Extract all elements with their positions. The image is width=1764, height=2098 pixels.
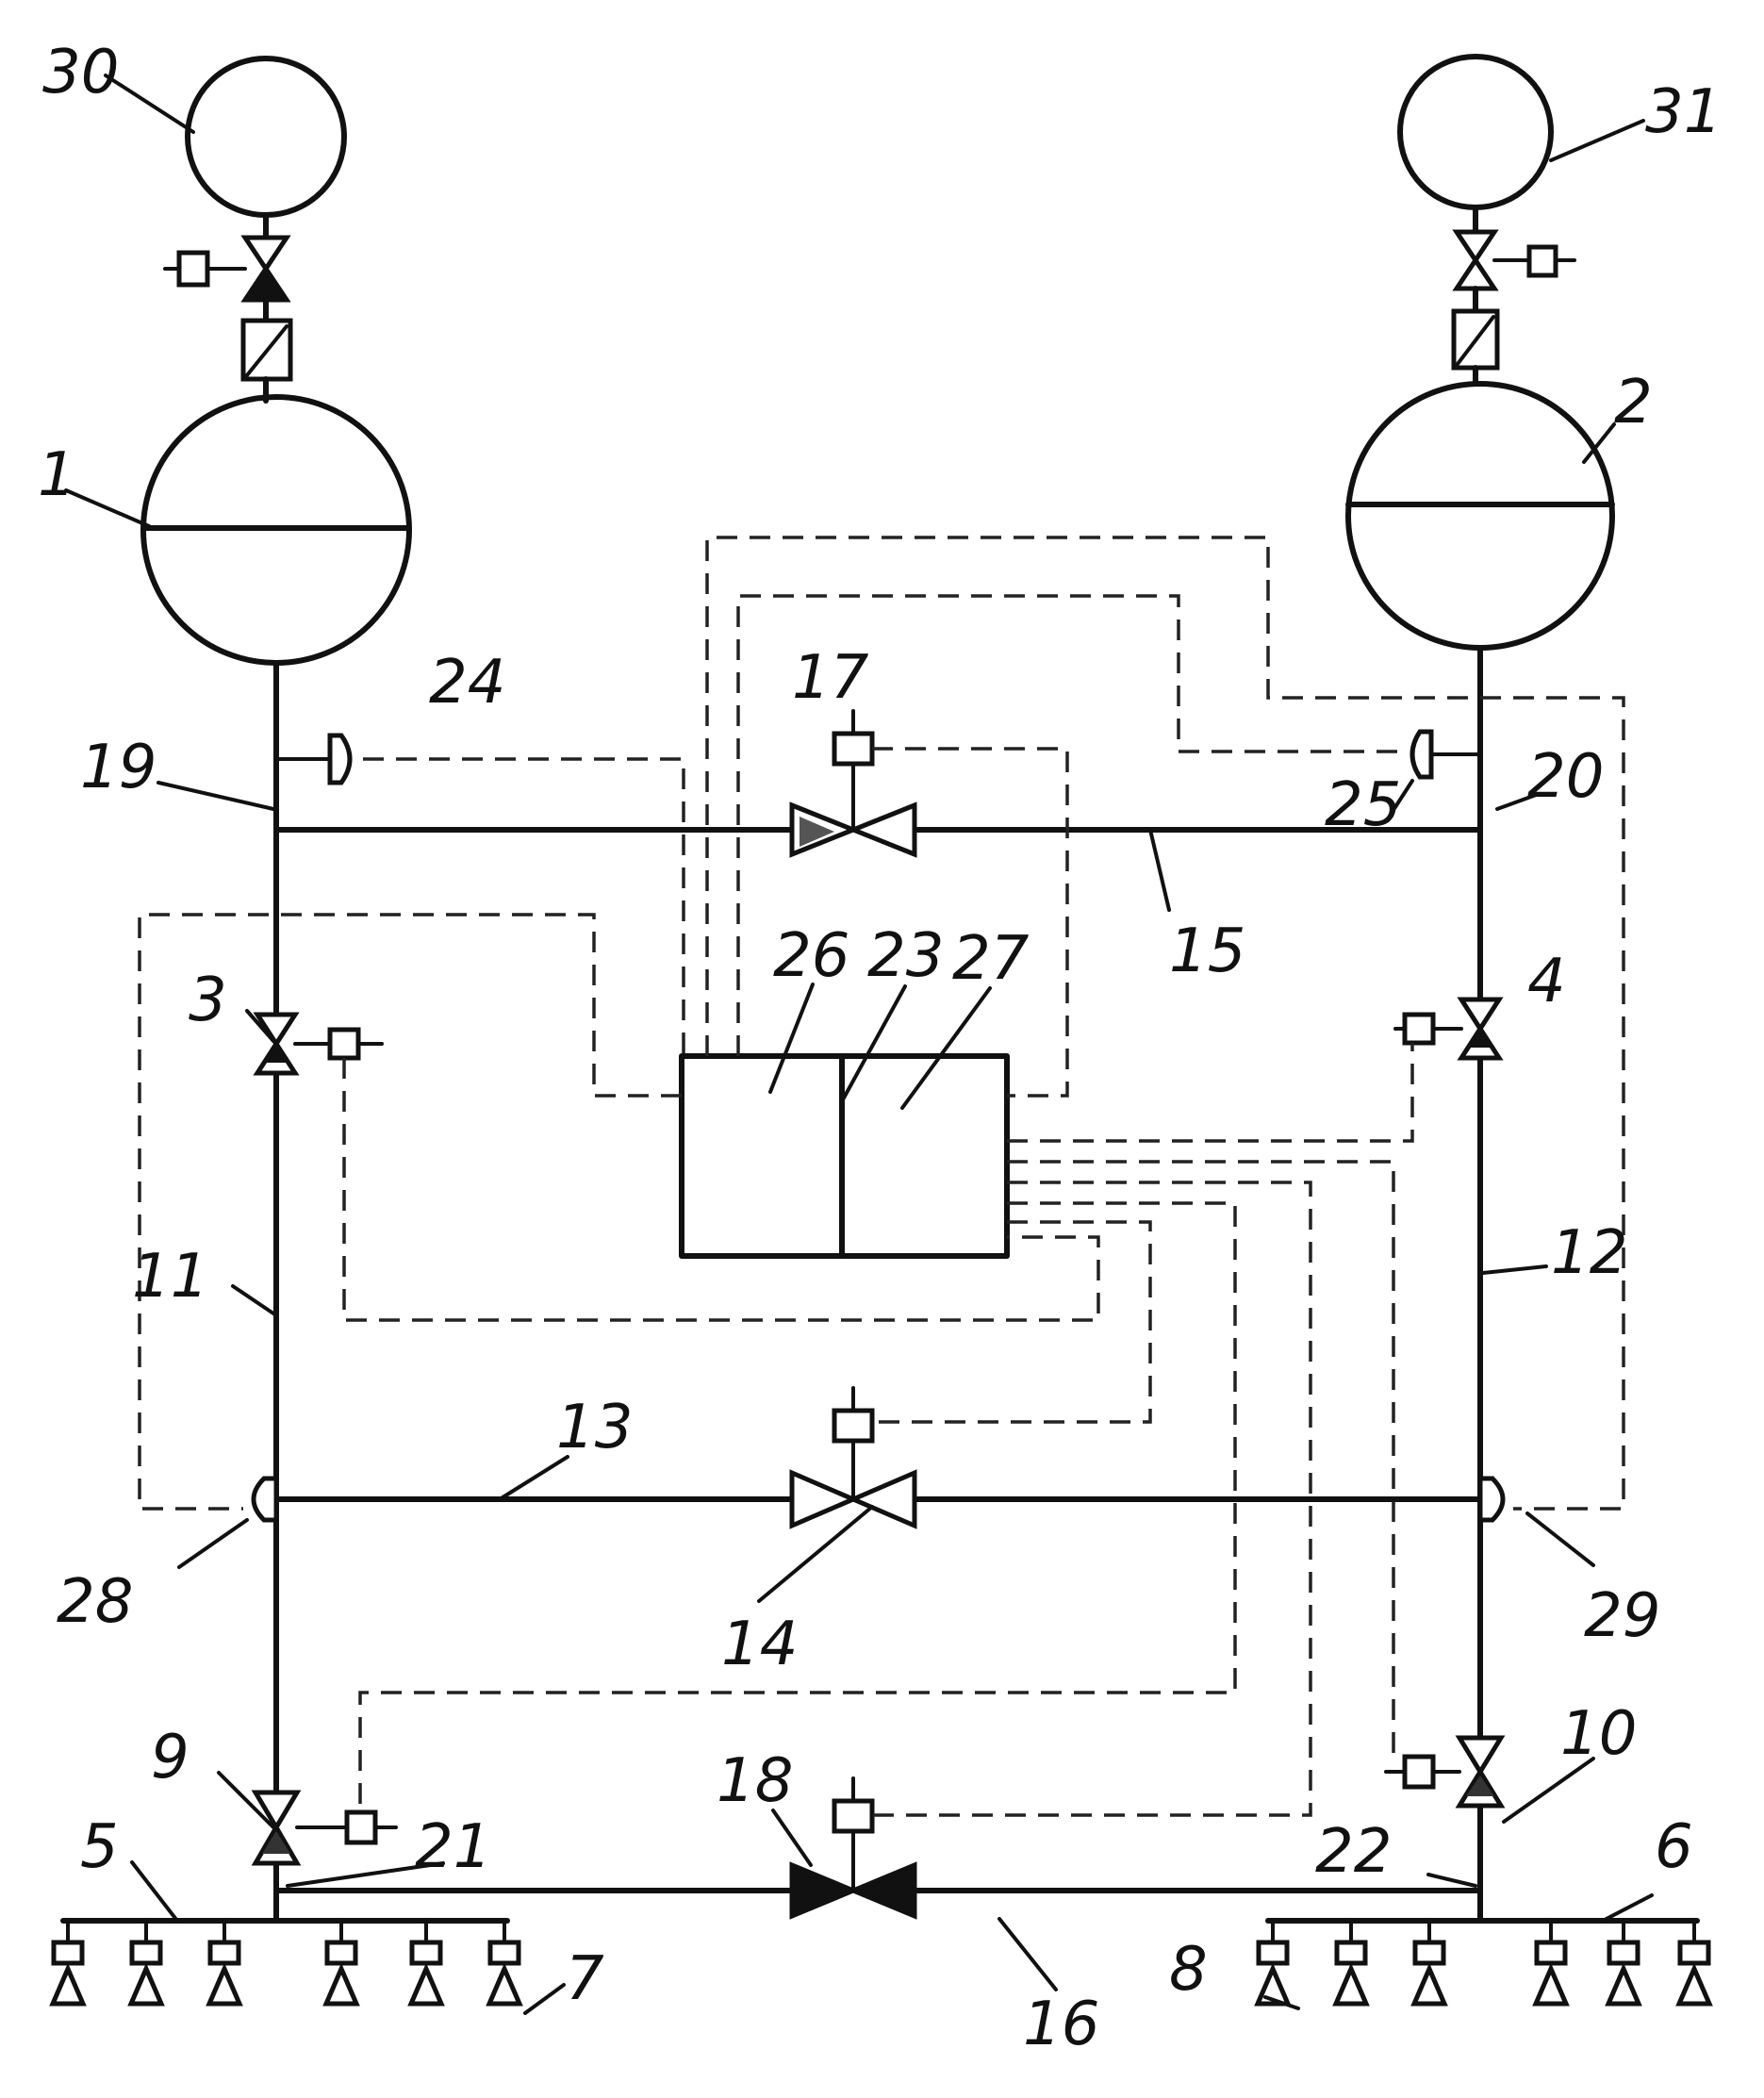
label-31: 31	[1645, 77, 1722, 147]
valve-upper-right-bottom	[1457, 260, 1494, 289]
label-2: 2	[1614, 368, 1653, 438]
label-5: 5	[80, 1812, 119, 1882]
label-24: 24	[429, 648, 505, 718]
valve-9	[256, 1792, 396, 1863]
manifold-5	[53, 1921, 519, 2004]
signal-lines	[140, 537, 1624, 1815]
valve-upper-left-top	[245, 238, 287, 269]
control-unit	[682, 1056, 1007, 1256]
sensor-25	[1412, 732, 1431, 777]
left-top-assembly	[143, 58, 409, 663]
label-13: 13	[556, 1393, 633, 1462]
label-14: 14	[721, 1610, 798, 1679]
label-15: 15	[1169, 917, 1245, 986]
label-16: 16	[1023, 1990, 1099, 2059]
sensors	[254, 732, 1503, 1520]
tank-2	[1348, 384, 1612, 648]
label-27: 27	[952, 924, 1030, 994]
label-8: 8	[1169, 1935, 1208, 2005]
valve-18	[792, 1778, 915, 1916]
valve-upper-left-bottom	[245, 269, 287, 300]
manifold-6	[1258, 1921, 1709, 2004]
label-21: 21	[415, 1812, 491, 1882]
actuator-upper-left	[179, 253, 207, 285]
label-17: 17	[792, 643, 869, 713]
valve-14	[792, 1388, 915, 1526]
label-3: 3	[189, 966, 227, 1035]
label-23: 23	[867, 921, 944, 991]
label-30: 30	[42, 38, 119, 107]
label-26: 26	[773, 921, 849, 991]
right-top-assembly	[1348, 57, 1612, 648]
label-18: 18	[717, 1746, 793, 1816]
label-10: 10	[1560, 1699, 1637, 1769]
sensor-24	[330, 735, 350, 783]
label-12: 12	[1551, 1218, 1627, 1288]
label-7: 7	[566, 1944, 604, 2014]
label-6: 6	[1655, 1812, 1693, 1882]
valve-3	[257, 1015, 382, 1073]
label-19: 19	[80, 733, 157, 802]
label-9: 9	[151, 1723, 190, 1792]
label-29: 29	[1584, 1581, 1660, 1651]
valve-17	[792, 711, 915, 854]
label-25: 25	[1325, 770, 1401, 840]
gas-cylinder-30	[188, 58, 344, 215]
nozzle-group-8	[1258, 1921, 1709, 2004]
actuator-upper-right	[1529, 247, 1556, 275]
label-11: 11	[132, 1242, 208, 1312]
sensor-29	[1480, 1479, 1503, 1520]
label-28: 28	[57, 1567, 133, 1637]
label-1: 1	[38, 440, 76, 510]
sensor-28	[254, 1479, 276, 1520]
label-20: 20	[1527, 742, 1604, 812]
valve-10	[1386, 1738, 1501, 1806]
gas-cylinder-31	[1400, 57, 1551, 207]
label-4: 4	[1527, 947, 1566, 1016]
label-22: 22	[1315, 1817, 1392, 1887]
nozzle-group-7	[53, 1921, 519, 2004]
